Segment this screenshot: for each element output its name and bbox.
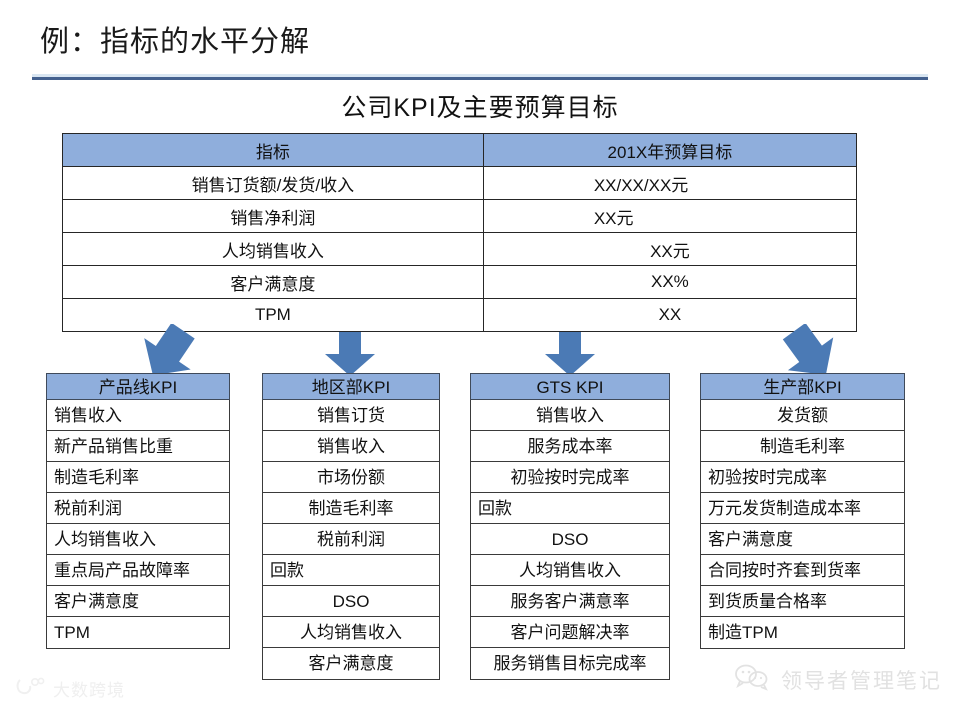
list-item: 制造毛利率: [701, 431, 904, 462]
table-row: 销售净利润 XX元: [62, 199, 858, 233]
list-item: 客户满意度: [308, 654, 394, 673]
list-item: TPM: [54, 623, 90, 642]
kpi-box-production: 生产部KPI 发货额 制造毛利率 初验按时完成率 万元发货制造成本率 客户满意度…: [700, 373, 905, 649]
cell-metric: TPM: [62, 298, 484, 332]
list-item: 销售收入: [47, 400, 229, 431]
kpi-box-gts: GTS KPI 销售收入 服务成本率 初验按时完成率 回款 DSO 人均销售收入…: [470, 373, 670, 680]
list-item: 万元发货制造成本率: [701, 493, 904, 524]
page-title: 例：指标的水平分解: [40, 26, 311, 58]
wechat-icon: [733, 662, 773, 697]
list-item: 服务客户满意率: [471, 586, 669, 617]
cell-target: XX/XX/XX元: [482, 166, 858, 200]
down-arrow-icon-gts: [538, 330, 602, 378]
list-item: 客户满意度: [47, 586, 229, 617]
watermark-right: 领导者管理笔记: [733, 662, 942, 697]
company-kpi-table: 指标 201X年预算目标 销售订货额/发货/收入 XX/XX/XX元 销售净利润…: [62, 133, 858, 332]
down-arrow-icon-region: [318, 330, 382, 378]
cell-target: XX元: [482, 199, 858, 233]
kpi-box-title: 地区部KPI: [262, 373, 440, 400]
cell-metric: 人均销售收入: [62, 232, 484, 266]
list-item: 人均销售收入: [263, 617, 439, 648]
kpi-box-product-line: 产品线KPI 销售收入 新产品销售比重 制造毛利率 税前利润 人均销售收入 重点…: [46, 373, 230, 649]
list-item: 销售订货: [263, 400, 439, 431]
cell-target: XX: [482, 298, 858, 332]
column-header-metric: 指标: [62, 133, 484, 167]
table-row: 人均销售收入 XX元: [62, 232, 858, 266]
watermark-left: 大数跨境: [16, 676, 125, 701]
list-item: 人均销售收入: [47, 524, 229, 555]
list-item: 回款: [263, 555, 439, 586]
list-item: 客户满意度: [701, 524, 904, 555]
list-item: 合同按时齐套到货率: [701, 555, 904, 586]
kpi-box-title: 生产部KPI: [700, 373, 905, 400]
kpi-box-list: 销售订货 销售收入 市场份额 制造毛利率 税前利润 回款 DSO 人均销售收入 …: [262, 400, 440, 680]
list-item: DSO: [471, 524, 669, 555]
title-divider: [32, 74, 928, 80]
list-item: 制造毛利率: [47, 462, 229, 493]
cell-metric: 客户满意度: [62, 265, 484, 299]
cell-metric: 销售净利润: [62, 199, 484, 233]
table-row: TPM XX: [62, 298, 858, 332]
list-item: 回款: [471, 493, 669, 524]
column-header-target: 201X年预算目标: [482, 133, 858, 167]
cell-metric: 销售订货额/发货/收入: [62, 166, 484, 200]
list-item: 销售收入: [263, 431, 439, 462]
dashujingjing-logo-icon: [16, 676, 46, 701]
table-row: 销售订货额/发货/收入 XX/XX/XX元: [62, 166, 858, 200]
kpi-box-title: 产品线KPI: [46, 373, 230, 400]
list-item: 销售收入: [471, 400, 669, 431]
kpi-box-title: GTS KPI: [470, 373, 670, 400]
down-arrow-icon-product-line: [128, 324, 208, 382]
list-item: DSO: [263, 586, 439, 617]
cell-target: XX元: [482, 232, 858, 266]
divider-dark-line: [32, 77, 928, 80]
list-item: 税前利润: [47, 493, 229, 524]
list-item: 制造TPM: [708, 623, 778, 642]
watermark-right-text: 领导者管理笔记: [781, 669, 942, 693]
list-item: 市场份额: [263, 462, 439, 493]
list-item: 到货质量合格率: [701, 586, 904, 617]
list-item: 服务成本率: [471, 431, 669, 462]
cell-target: XX%: [482, 265, 858, 299]
list-item: 税前利润: [263, 524, 439, 555]
list-item: 人均销售收入: [471, 555, 669, 586]
kpi-box-list: 销售收入 新产品销售比重 制造毛利率 税前利润 人均销售收入 重点局产品故障率 …: [46, 400, 230, 649]
list-item: 服务销售目标完成率: [493, 654, 647, 673]
list-item: 制造毛利率: [263, 493, 439, 524]
list-item: 重点局产品故障率: [47, 555, 229, 586]
watermark-left-text: 大数跨境: [53, 681, 125, 700]
kpi-box-list: 发货额 制造毛利率 初验按时完成率 万元发货制造成本率 客户满意度 合同按时齐套…: [700, 400, 905, 649]
list-item: 新产品销售比重: [47, 431, 229, 462]
divider-light-line: [32, 74, 928, 77]
list-item: 初验按时完成率: [701, 462, 904, 493]
table-header-row: 指标 201X年预算目标: [62, 133, 858, 167]
table-heading: 公司KPI及主要预算目标: [341, 94, 619, 122]
list-item: 发货额: [701, 400, 904, 431]
table-row: 客户满意度 XX%: [62, 265, 858, 299]
down-arrow-icon-production: [770, 324, 850, 382]
list-item: 客户问题解决率: [471, 617, 669, 648]
kpi-box-region: 地区部KPI 销售订货 销售收入 市场份额 制造毛利率 税前利润 回款 DSO …: [262, 373, 440, 680]
list-item: 初验按时完成率: [471, 462, 669, 493]
kpi-box-list: 销售收入 服务成本率 初验按时完成率 回款 DSO 人均销售收入 服务客户满意率…: [470, 400, 670, 680]
